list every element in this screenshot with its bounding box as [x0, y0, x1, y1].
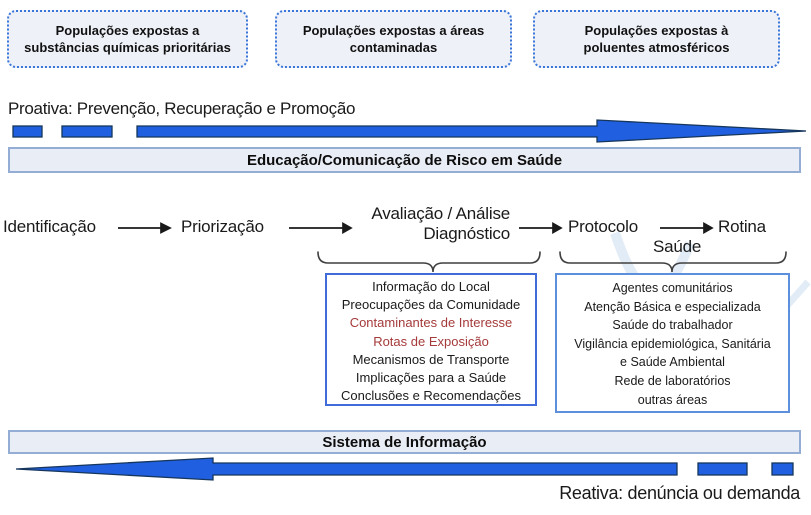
information-banner: Sistema de Informação: [8, 430, 801, 454]
health-item: Vigilância epidemiológica, Sanitária: [574, 336, 771, 351]
proactive-arrow-dash-1: [12, 125, 43, 138]
flow-step-assessment-line2: Diagnóstico: [423, 223, 510, 243]
proactive-arrow-body: [136, 119, 807, 143]
information-banner-label: Sistema de Informação: [322, 433, 487, 451]
reactive-arrow-body: [15, 457, 678, 481]
proactive-arrow-dash-2: [61, 125, 113, 138]
health-item: outras áreas: [637, 392, 708, 407]
proactive-label: Proativa: Prevenção, Recuperação e Promo…: [8, 99, 356, 118]
flow-step-protocol-saude: Saúde: [653, 237, 702, 256]
health-item: Rede de laboratórios: [614, 373, 731, 388]
health-item: Agentes comunitários: [612, 281, 733, 295]
flow-step-routine: Rotina: [718, 217, 766, 236]
health-services-box: Agentes comunitários Atenção Básica e es…: [555, 273, 790, 413]
population-box-contaminated-areas: Populações expostas a áreas contaminadas: [275, 10, 512, 68]
health-brace: [559, 251, 787, 273]
flow-step-protocol: Protocolo: [568, 217, 639, 236]
population-box-air-pollutants: Populações expostas à poluentes atmosfér…: [533, 10, 780, 68]
assessment-item: Preocupações da Comunidade: [341, 297, 521, 313]
assessment-item-contaminants: Contaminantes de Interesse: [349, 315, 513, 331]
flow-step-prioritization: Priorização: [181, 217, 264, 236]
assessment-item: Mecanismos de Transporte: [352, 351, 510, 367]
flow-step-identification: Identificação: [3, 217, 96, 236]
reactive-arrow-dash-2: [771, 462, 794, 476]
population-box-chemicals: Populações expostas a substâncias químic…: [7, 10, 248, 68]
flow-step-assessment: Avaliação / Análise Diagnóstico: [337, 204, 510, 243]
population-box-air-line2: poluentes atmosféricos: [583, 40, 730, 55]
education-banner-label: Educação/Comunicação de Risco em Saúde: [246, 151, 563, 169]
population-box-air-line1: Populações expostas à: [584, 23, 729, 38]
health-item: Atenção Básica e especializada: [584, 299, 761, 314]
assessment-item-exposure-routes: Rotas de Exposição: [373, 333, 489, 349]
health-item: e Saúde Ambiental: [620, 355, 725, 370]
reactive-arrow-dash-1: [697, 462, 748, 476]
population-box-chemicals-line1: Populações expostas a: [55, 23, 200, 38]
assessment-item: Implicações para a Saúde: [355, 370, 507, 386]
assessment-items-box: Informação do Local Preocupações da Comu…: [325, 273, 537, 406]
population-box-contaminated-line1: Populações expostas a áreas: [302, 23, 485, 38]
health-item: Saúde do trabalhador: [612, 318, 733, 333]
assessment-brace: [317, 251, 541, 273]
reactive-label: Reativa: denúncia ou demanda: [559, 483, 800, 503]
education-banner: Educação/Comunicação de Risco em Saúde: [8, 147, 801, 173]
population-box-contaminated-line2: contaminadas: [349, 40, 438, 55]
assessment-item: Informação do Local: [372, 279, 490, 294]
assessment-item: Conclusões e Recomendações: [341, 388, 521, 404]
population-box-chemicals-line2: substâncias químicas prioritárias: [24, 40, 231, 55]
flow-step-assessment-line1: Avaliação / Análise: [371, 204, 510, 223]
